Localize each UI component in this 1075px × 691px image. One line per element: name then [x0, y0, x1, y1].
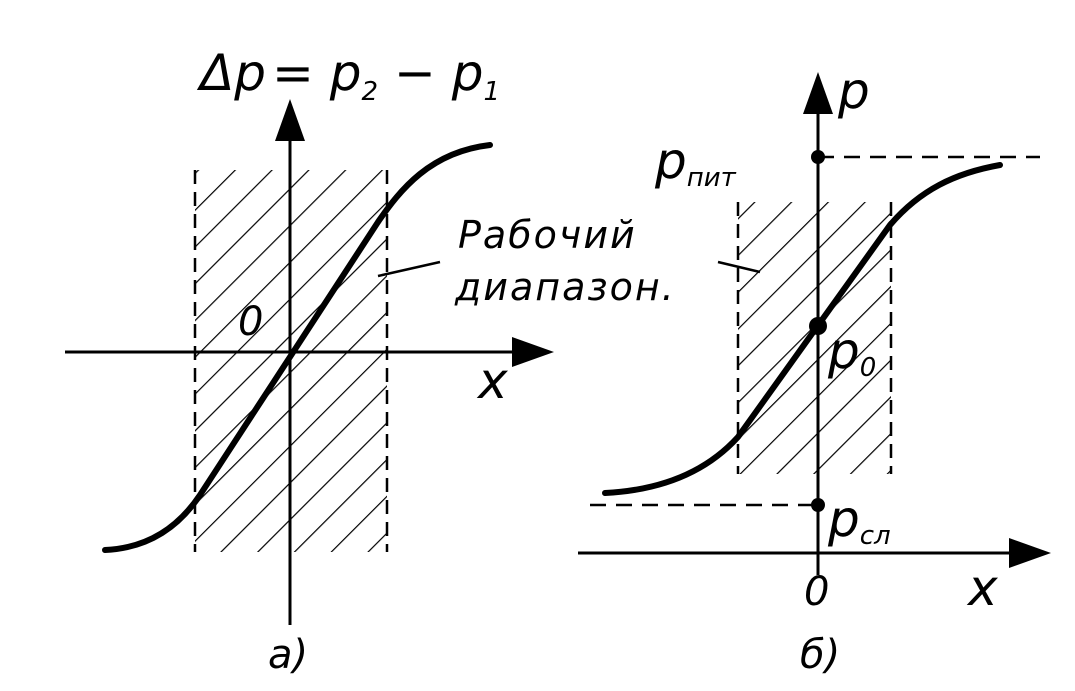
annotation-line1: Рабочий: [458, 213, 637, 257]
annotation-line2: диапазон.: [454, 265, 676, 309]
p-sl-sub: сл: [860, 521, 891, 551]
panel-b: p pпит p0 pсл 0 x б): [578, 62, 1051, 678]
title-sub1: 1: [484, 77, 501, 107]
panel-b-p-pit-label: pпит: [654, 132, 737, 193]
p-pit-main: p: [654, 132, 687, 190]
panel-b-p0-label: p0: [827, 322, 876, 383]
panel-b-working-range-hatch: [738, 202, 891, 474]
panel-a-x-axis-label: x: [476, 352, 508, 410]
panel-a: Δp= p2 − p1 0 x а): [65, 44, 554, 678]
p-sl-main: p: [827, 490, 860, 548]
panel-b-y-axis-label: p: [837, 62, 870, 120]
panel-b-characteristic-curve: [602, 162, 1003, 496]
panel-b-x-axis-label: x: [966, 559, 998, 617]
title-eq: =: [272, 44, 330, 102]
panel-b-p-sl-label: pсл: [827, 490, 891, 551]
p0-sub: 0: [860, 353, 877, 383]
working-range-annotation: Рабочий диапазон.: [377, 213, 761, 309]
annotation-leader-a: [377, 260, 441, 278]
panel-a-caption: а): [268, 632, 308, 678]
panel-b-caption: б): [800, 632, 840, 678]
p0-main: p: [827, 322, 860, 380]
title-p1: p: [451, 44, 484, 102]
panel-a-title: Δp= p2 − p1: [196, 44, 500, 107]
panel-a-characteristic-curve: [102, 142, 493, 553]
panel-b-origin-label: 0: [804, 569, 829, 615]
panel-b-p0-point: [809, 317, 827, 335]
title-sub2: 2: [362, 77, 379, 107]
p-pit-sub: пит: [687, 163, 737, 193]
panel-a-origin-label: 0: [238, 299, 263, 345]
title-p2: p: [329, 44, 362, 102]
title-minus: −: [378, 44, 452, 102]
title-delta: Δ: [196, 44, 234, 102]
panel-b-drain-point: [811, 498, 825, 512]
title-p: p: [233, 44, 266, 102]
panel-b-supply-point: [811, 150, 825, 164]
